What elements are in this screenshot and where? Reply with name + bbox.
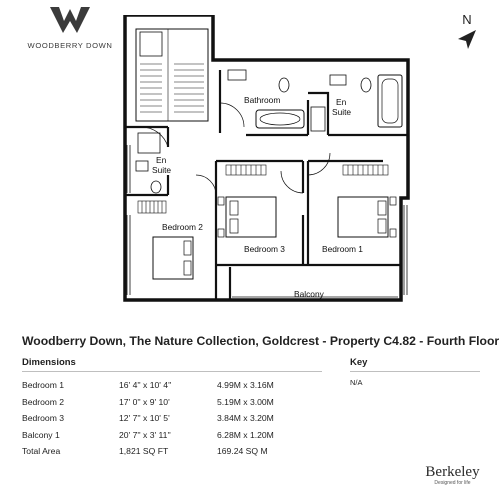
total-area-imperial: 1,821 SQ FT — [119, 446, 169, 457]
room-label-bedroom-3: Bedroom 3 — [244, 244, 285, 254]
stair-well — [135, 28, 209, 122]
room-name: Balcony 1 — [22, 429, 60, 440]
room-metric: 3.84M x 3.20M — [217, 413, 274, 424]
room-metric: 5.19M x 3.00M — [217, 396, 274, 407]
logo-wordmark: WOODBERRY DOWN — [27, 41, 113, 50]
dimensions-table: Bedroom 1 16' 4'' x 10' 4'' 4.99M x 3.16… — [22, 377, 322, 460]
north-letter: N — [462, 12, 472, 27]
room-label-bedroom-1: Bedroom 1 — [322, 244, 363, 254]
berkeley-tagline: Designed for life — [434, 480, 471, 486]
room-metric: 4.99M x 3.16M — [217, 380, 274, 391]
key-value: N/A — [350, 378, 363, 387]
floor-plan: Bathroom En Suite En Suite Bedroom 2 Bed… — [123, 15, 410, 302]
table-row: Total Area 1,821 SQ FT 169.24 SQ M — [22, 443, 322, 460]
dimensions-divider — [22, 371, 322, 372]
room-name: Bedroom 3 — [22, 413, 65, 424]
woodberry-down-logo: WOODBERRY DOWN — [20, 5, 120, 55]
room-metric: 6.28M x 1.20M — [217, 429, 274, 440]
room-label-en-suite-right-line2: Suite — [332, 107, 351, 117]
total-area-label: Total Area — [22, 446, 61, 457]
w-monogram-icon — [50, 7, 90, 33]
berkeley-logo: Berkeley Designed for life — [420, 464, 485, 487]
room-imperial: 17' 0'' x 9' 10' — [119, 396, 170, 407]
room-label-en-suite-left-line2: Suite — [152, 165, 171, 175]
north-indicator: N — [452, 12, 482, 62]
table-row: Bedroom 2 17' 0'' x 9' 10' 5.19M x 3.00M — [22, 394, 322, 411]
north-arrow-icon — [458, 30, 476, 49]
property-title: Woodberry Down, The Nature Collection, G… — [22, 334, 500, 348]
table-row: Bedroom 1 16' 4'' x 10' 4'' 4.99M x 3.16… — [22, 377, 322, 394]
room-imperial: 20' 7'' x 3' 11'' — [119, 429, 171, 440]
table-row: Bedroom 3 12' 7'' x 10' 5' 3.84M x 3.20M — [22, 410, 322, 427]
room-label-en-suite-right-line1: En — [336, 97, 347, 107]
room-label-en-suite-left-line1: En — [156, 155, 167, 165]
room-label-bedroom-2: Bedroom 2 — [162, 222, 203, 232]
berkeley-wordmark: Berkeley — [425, 464, 480, 480]
room-name: Bedroom 1 — [22, 380, 65, 391]
key-heading: Key — [350, 357, 368, 368]
dimensions-heading: Dimensions — [22, 357, 76, 368]
room-label-balcony: Balcony — [294, 289, 325, 299]
room-imperial: 12' 7'' x 10' 5' — [119, 413, 170, 424]
total-area-metric: 169.24 SQ M — [217, 446, 268, 457]
room-label-bathroom: Bathroom — [244, 95, 280, 105]
key-divider — [350, 371, 480, 372]
table-row: Balcony 1 20' 7'' x 3' 11'' 6.28M x 1.20… — [22, 427, 322, 444]
room-imperial: 16' 4'' x 10' 4'' — [119, 380, 172, 391]
outer-wall — [123, 15, 410, 302]
room-name: Bedroom 2 — [22, 396, 65, 407]
